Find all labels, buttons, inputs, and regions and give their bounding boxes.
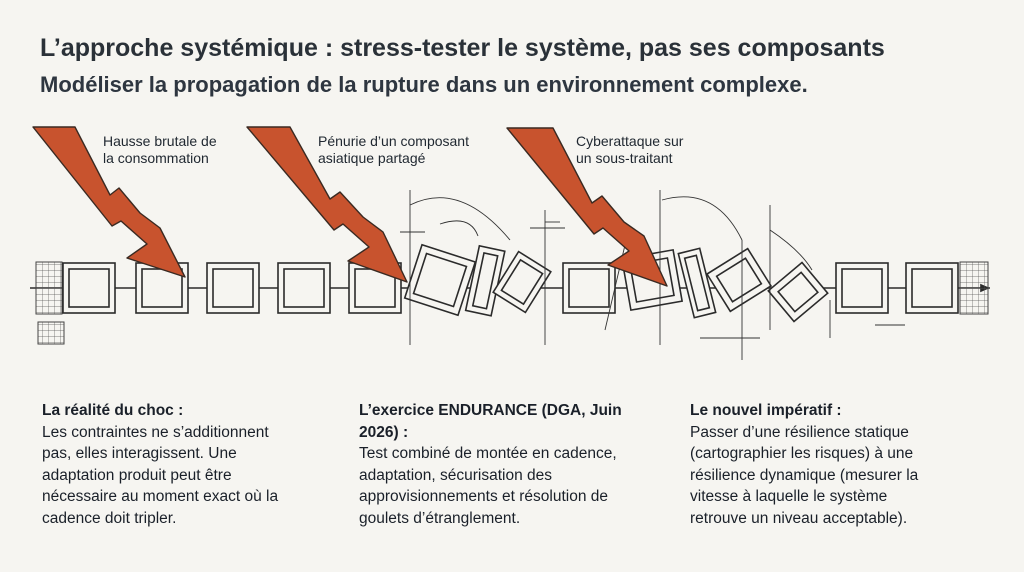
column-reality: La réalité du choc : Les contraintes ne … (42, 400, 342, 529)
page-title: L’approche systémique : stress-tester le… (40, 34, 885, 62)
tilted-box (767, 261, 829, 323)
column-imperative: Le nouvel impératif : Passer d’une résil… (690, 400, 990, 529)
node-box (206, 262, 260, 314)
tilted-box (464, 244, 506, 317)
shock-arrow-3 (506, 127, 668, 287)
node-box (562, 262, 616, 314)
tilted-box (677, 247, 717, 319)
output-grid-block (959, 261, 989, 315)
column-heading: La réalité du choc : (42, 402, 184, 419)
node-box (905, 262, 959, 314)
node-box (277, 262, 331, 314)
stable-boxes (62, 262, 959, 314)
input-grid-block-lower (37, 321, 65, 345)
falling-boxes (403, 243, 829, 323)
input-grid-block (35, 261, 63, 315)
tilted-box (705, 247, 773, 313)
column-heading: Le nouvel impératif : (690, 402, 842, 419)
page-subtitle: Modéliser la propagation de la rupture d… (40, 72, 808, 97)
shock-arrow-2 (246, 126, 408, 283)
tilted-box (492, 250, 552, 314)
shock-arrow-1 (32, 126, 186, 278)
node-box (835, 262, 889, 314)
shock-arrows (32, 126, 668, 287)
column-heading: L’exercice ENDURANCE (DGA, Juin (359, 402, 622, 419)
dimension-lines (400, 190, 905, 360)
tilted-box (403, 243, 477, 317)
column-endurance: L’exercice ENDURANCE (DGA, Juin 2026) : … (359, 400, 679, 529)
node-box (62, 262, 116, 314)
